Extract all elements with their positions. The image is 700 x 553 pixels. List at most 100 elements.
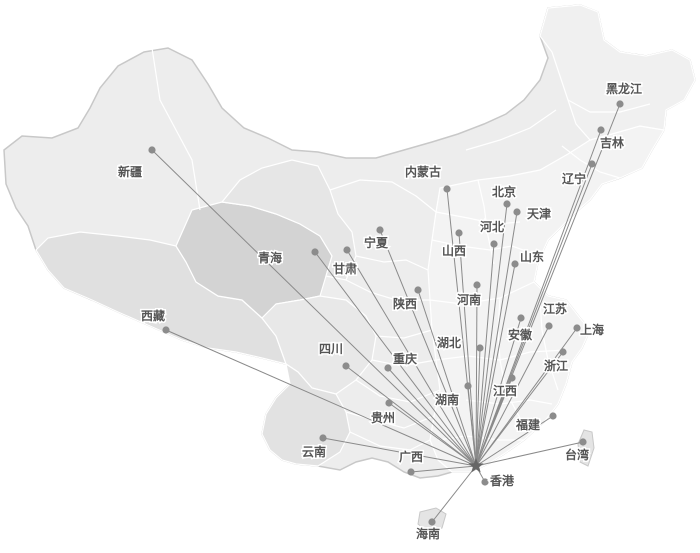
route-line-gansu [346, 249, 477, 467]
province-point-neimenggu[interactable] [443, 185, 451, 193]
province-label-fujian: 福建 [515, 417, 541, 432]
province-label-shaanxi: 陕西 [393, 296, 417, 311]
province-point-tianjin[interactable] [513, 208, 521, 216]
province-label-hebei: 河北 [479, 219, 504, 234]
province-label-liaoning: 辽宁 [562, 171, 586, 186]
province-point-guizhou[interactable] [385, 399, 393, 407]
province-point-hebei[interactable] [490, 240, 498, 248]
route-line-qinghai [314, 251, 477, 467]
route-line-hunan [467, 385, 477, 467]
route-line-liaoning [475, 163, 593, 467]
route-line-taiwan [475, 441, 584, 467]
province-label-hainan: 海南 [416, 526, 440, 541]
province-point-zhejiang[interactable] [559, 348, 567, 356]
route-line-beijing [475, 203, 508, 467]
route-line-anhui [475, 325, 550, 467]
province-point-anhui[interactable] [545, 322, 553, 330]
route-line-xizang [165, 329, 477, 467]
province-point-hainan[interactable] [428, 518, 436, 526]
province-label-heilongjiang: 黑龙江 [606, 81, 642, 96]
route-line-hubei [475, 347, 481, 467]
province-point-shandong[interactable] [511, 260, 519, 268]
province-label-gansu: 甘肃 [333, 261, 357, 276]
province-label-shandong: 山东 [520, 249, 544, 264]
route-line-hebei [475, 243, 495, 467]
province-label-jiangsu: 江苏 [543, 301, 567, 316]
province-point-guangxi[interactable] [407, 468, 415, 476]
province-point-ningxia[interactable] [376, 226, 384, 234]
province-label-hubei: 湖北 [437, 335, 461, 350]
province-point-heilongjiang[interactable] [616, 100, 624, 108]
province-points [148, 100, 624, 526]
province-label-chongqing: 重庆 [393, 351, 417, 366]
province-point-jiangsu[interactable] [517, 314, 525, 322]
province-point-gansu[interactable] [343, 246, 351, 254]
province-point-henan[interactable] [473, 281, 481, 289]
province-label-guizhou: 贵州 [371, 410, 395, 425]
province-point-yunnan[interactable] [319, 434, 327, 442]
china-landmass [3, 4, 696, 533]
province-point-shanghai[interactable] [573, 324, 581, 332]
route-line-shandong [475, 263, 516, 467]
province-label-yunnan: 云南 [302, 444, 326, 459]
region-yunnan [261, 362, 351, 467]
province-point-jilin[interactable] [597, 126, 605, 134]
province-point-hubei[interactable] [476, 344, 484, 352]
province-label-beijing: 北京 [492, 184, 516, 199]
province-label-neimenggu: 内蒙古 [405, 164, 441, 179]
province-borders [151, 47, 651, 451]
province-label-shanxi: 山西 [442, 243, 466, 258]
province-label-xinjiang: 新疆 [118, 164, 142, 179]
route-line-shaanxi [417, 289, 477, 467]
province-label-sichuan: 四川 [319, 342, 343, 356]
province-point-xizang[interactable] [162, 326, 170, 334]
province-label-jiangxi: 江西 [493, 383, 517, 398]
province-point-xinjiang[interactable] [148, 146, 156, 154]
province-point-fujian[interactable] [549, 412, 557, 420]
province-point-qinghai[interactable] [311, 248, 319, 256]
province-label-taiwan: 台湾 [565, 447, 589, 462]
route-line-guangxi [410, 465, 477, 473]
province-point-taiwan[interactable] [579, 438, 587, 446]
route-line-heilongjiang [475, 103, 621, 467]
route-line-jilin [475, 129, 602, 467]
route-line-shanxi [458, 232, 477, 467]
route-line-hainan [431, 465, 477, 523]
hub-marker [468, 458, 484, 473]
province-point-shaanxi[interactable] [414, 286, 422, 294]
route-line-yunnan [322, 437, 477, 467]
route-line-zhejiang [475, 351, 564, 467]
route-line-tianjin [475, 211, 518, 467]
province-point-hunan[interactable] [464, 382, 472, 390]
province-point-chongqing[interactable] [384, 364, 392, 372]
province-label-anhui: 安徽 [508, 327, 533, 342]
route-line-xinjiang [151, 149, 477, 467]
province-label-shanghai: 上海 [580, 322, 604, 337]
province-label-guangxi: 广西 [399, 449, 423, 464]
route-line-henan [475, 284, 478, 467]
route-line-guizhou [388, 402, 477, 467]
province-point-jiangxi[interactable] [508, 374, 516, 382]
province-label-xizang: 西藏 [141, 308, 165, 323]
province-point-liaoning[interactable] [588, 160, 596, 168]
province-label-qinghai: 青海 [258, 250, 282, 265]
province-label-tianjin: 天津 [527, 206, 551, 221]
province-point-shanxi[interactable] [455, 229, 463, 237]
route-line-ningxia [379, 229, 477, 467]
province-label-xianggang: 香港 [489, 473, 515, 488]
province-point-sichuan[interactable] [342, 362, 350, 370]
province-label-zhejiang: 浙江 [544, 358, 568, 373]
province-label-henan: 河南 [456, 292, 481, 307]
province-point-beijing[interactable] [503, 200, 511, 208]
province-label-hunan: 湖南 [435, 392, 459, 407]
route-line-jiangsu [475, 317, 522, 467]
province-label-jilin: 吉林 [600, 135, 624, 150]
route-line-fujian [475, 415, 554, 467]
star-marker-icon [468, 458, 484, 473]
province-label-ningxia: 宁夏 [364, 235, 389, 250]
province-point-xianggang[interactable] [481, 478, 489, 486]
route-line-jiangxi [475, 377, 513, 467]
route-line-chongqing [387, 367, 477, 467]
